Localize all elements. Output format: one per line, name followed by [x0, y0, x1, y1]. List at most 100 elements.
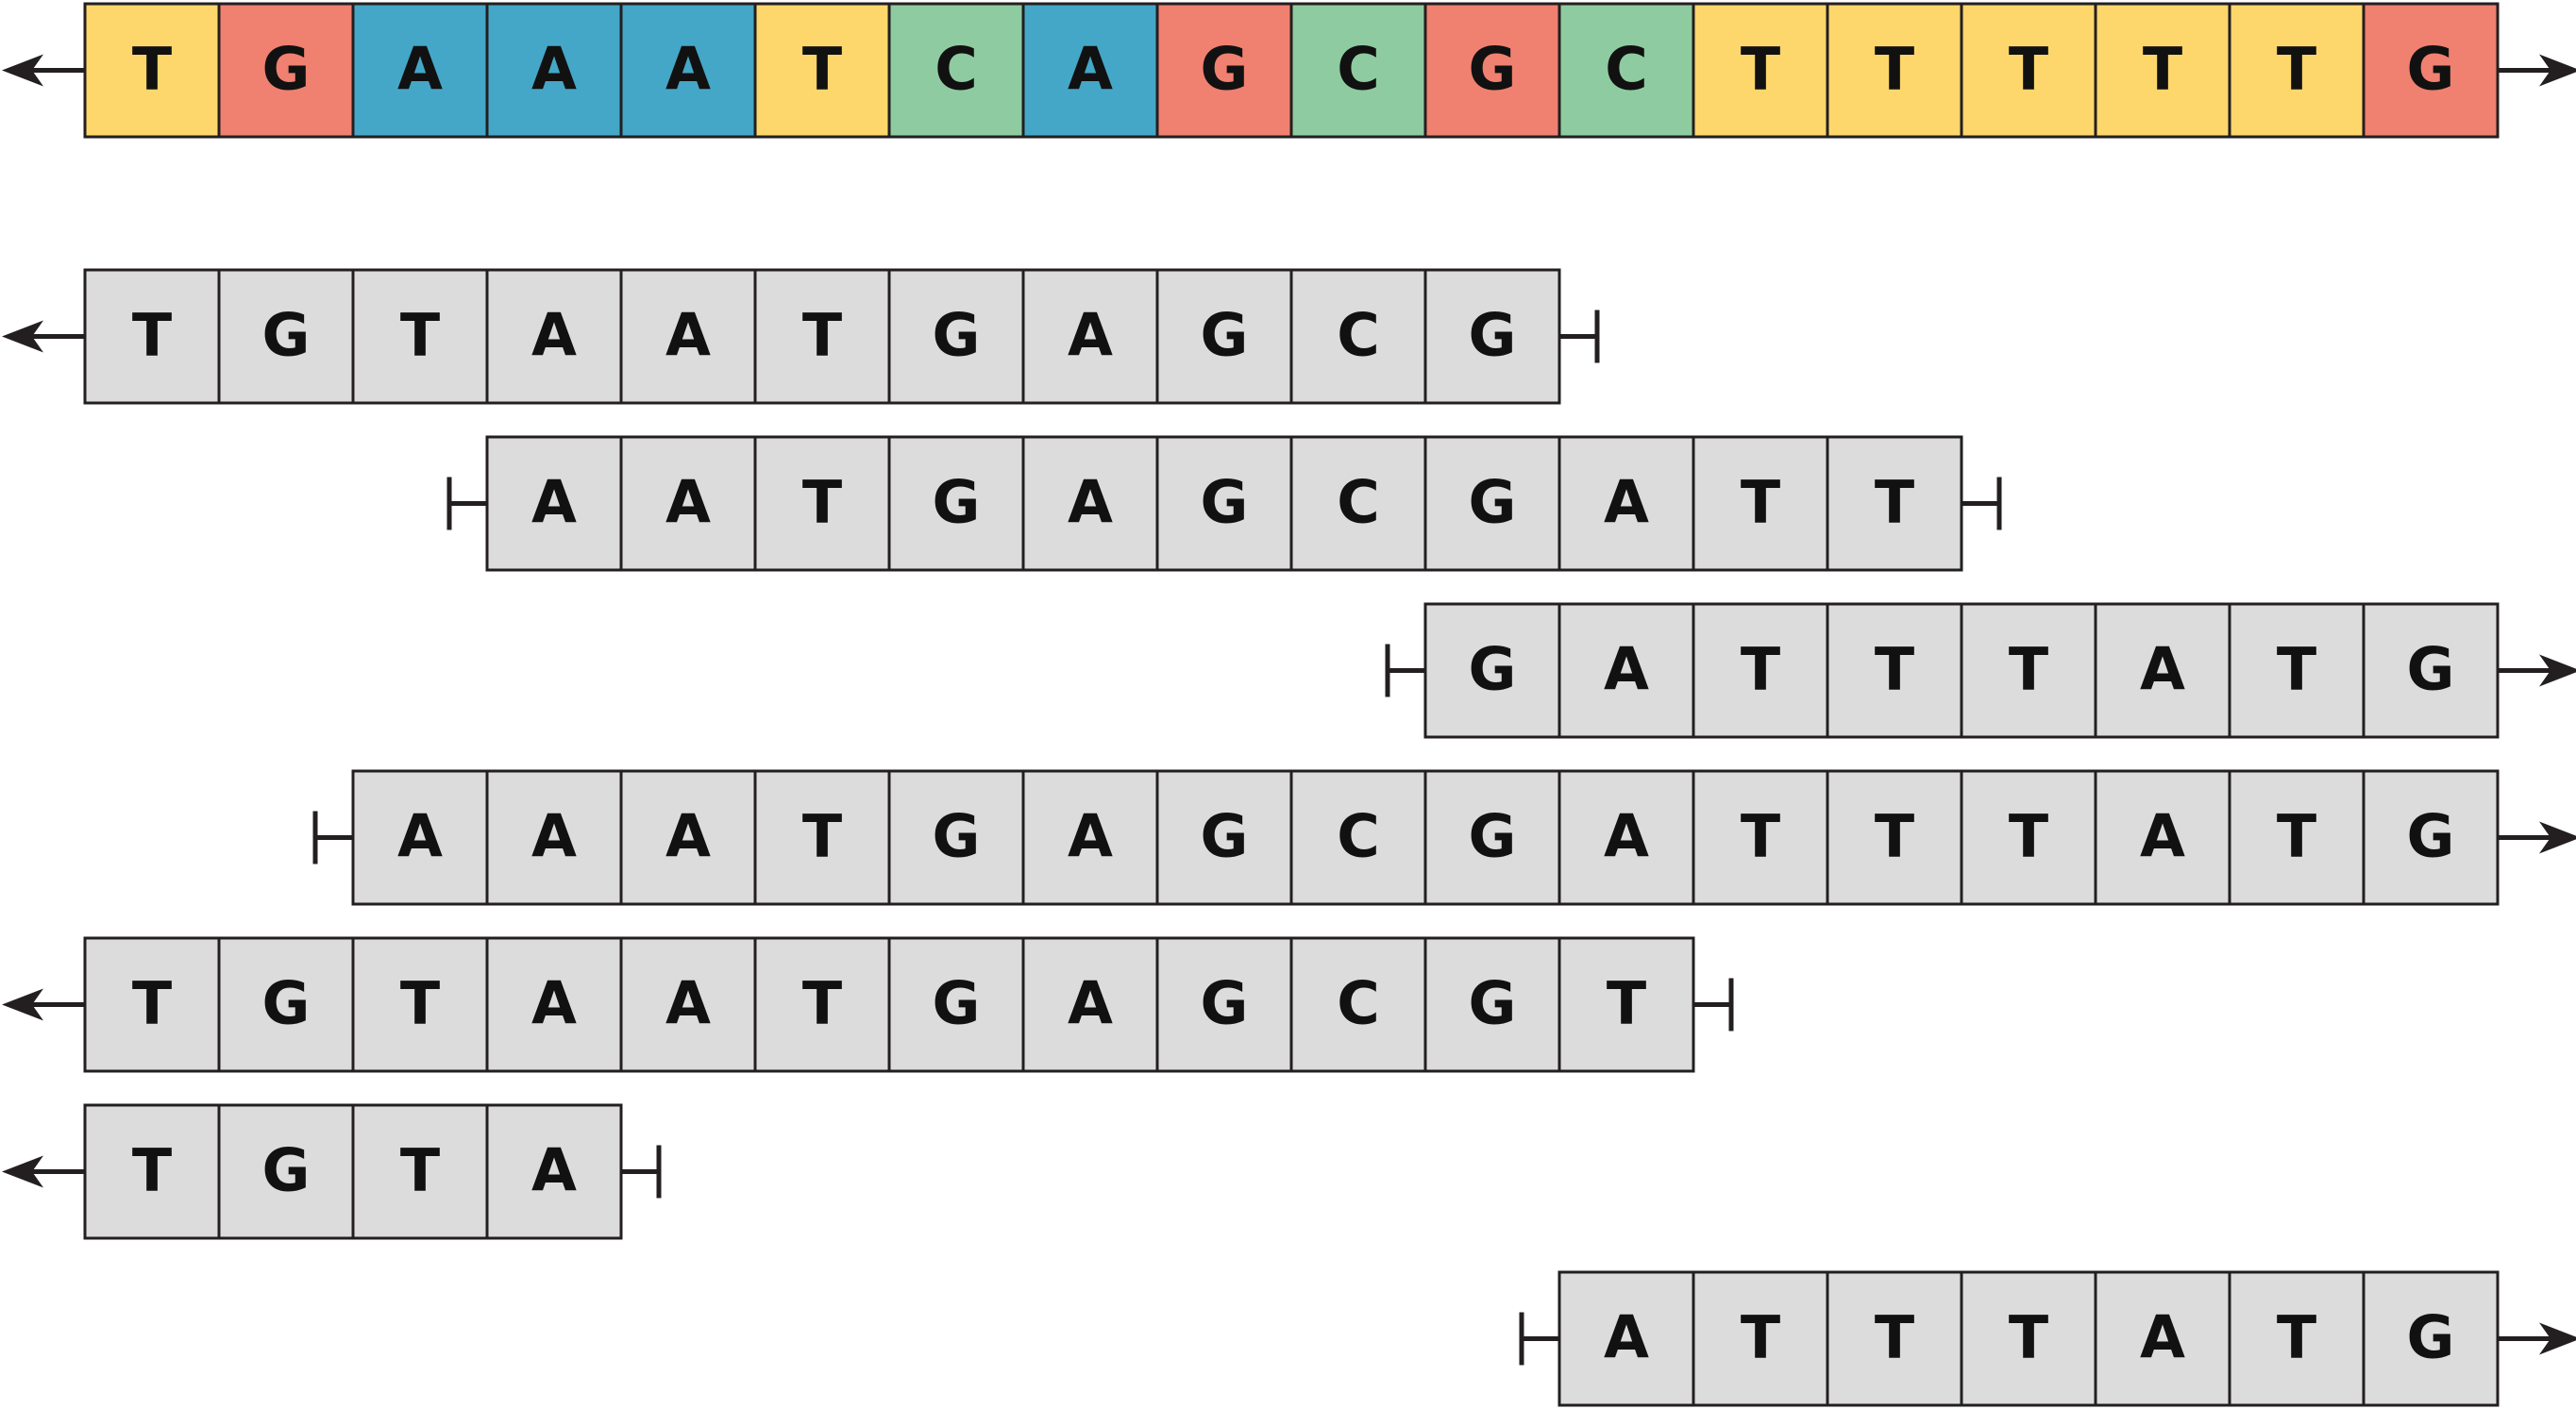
base-cell: T: [1826, 435, 1963, 572]
base-cell: T: [83, 936, 221, 1073]
right-arrow-icon: [2498, 1322, 2576, 1355]
base-box: [1423, 936, 1561, 1073]
base-cell: T: [1826, 602, 1963, 739]
base-box: [83, 936, 221, 1073]
base-cell: G: [887, 769, 1025, 906]
base-cell: A: [2094, 769, 2231, 906]
right-arrow-icon: [2498, 54, 2576, 87]
base-box: [1557, 769, 1695, 906]
base-box: [83, 1103, 221, 1240]
base-box: [1557, 602, 1695, 739]
base-letter: A: [1068, 468, 1113, 537]
base-cell: T: [2094, 2, 2231, 139]
base-letter: T: [1875, 802, 1914, 871]
base-box: [1423, 769, 1561, 906]
base-box: [1155, 268, 1293, 405]
base-box: [619, 769, 757, 906]
base-letter: T: [2277, 802, 2316, 871]
base-cell: A: [1557, 602, 1695, 739]
base-cell: A: [619, 435, 757, 572]
base-box: [1826, 2, 1963, 139]
base-box: [887, 2, 1025, 139]
base-letter: G: [262, 301, 311, 370]
base-box: [2362, 602, 2500, 739]
base-cell: C: [1289, 936, 1427, 1073]
base-box: [753, 435, 891, 572]
base-letter: C: [1337, 301, 1380, 370]
base-letter: T: [400, 969, 440, 1038]
base-cell: T: [83, 2, 221, 139]
base-cell: C: [1289, 268, 1427, 405]
base-box: [1155, 435, 1293, 572]
base-cell: T: [351, 268, 489, 405]
base-cell: T: [2228, 2, 2366, 139]
base-letter: A: [665, 969, 711, 1038]
base-box: [2094, 2, 2231, 139]
base-letter: T: [2009, 635, 2048, 704]
base-cell: T: [1692, 2, 1829, 139]
base-letter: T: [1741, 1303, 1780, 1372]
base-letter: A: [1604, 802, 1649, 871]
base-cell: T: [2228, 769, 2366, 906]
base-letter: A: [2140, 802, 2185, 871]
base-cell: G: [2362, 1270, 2500, 1407]
base-cell: A: [1021, 435, 1159, 572]
base-letter: A: [397, 802, 443, 871]
base-box: [887, 435, 1025, 572]
base-letter: T: [1875, 1303, 1914, 1372]
base-cell: T: [1692, 435, 1829, 572]
base-letter: A: [665, 35, 711, 104]
base-box: [1289, 268, 1427, 405]
base-cell: G: [1423, 602, 1561, 739]
base-cell: C: [1557, 2, 1695, 139]
base-box: [1692, 2, 1829, 139]
base-cell: T: [351, 936, 489, 1073]
base-box: [1155, 2, 1293, 139]
base-cell: T: [1826, 2, 1963, 139]
base-letter: T: [1607, 969, 1646, 1038]
right-arrow-icon: [2498, 821, 2576, 854]
left-arrow-icon: [2, 988, 85, 1021]
base-letter: A: [1068, 969, 1113, 1038]
base-box: [217, 268, 355, 405]
base-cell: A: [485, 1103, 623, 1240]
base-cell: C: [887, 2, 1025, 139]
base-box: [2228, 1270, 2366, 1407]
base-letter: G: [1469, 635, 1517, 704]
base-letter: T: [802, 35, 842, 104]
base-letter: G: [1469, 468, 1517, 537]
base-box: [1960, 1270, 2097, 1407]
base-letter: G: [262, 35, 311, 104]
base-letter: T: [2143, 35, 2182, 104]
base-box: [1557, 936, 1695, 1073]
base-box: [753, 769, 891, 906]
base-cell: G: [1155, 268, 1293, 405]
base-cell: G: [2362, 602, 2500, 739]
base-box: [1021, 268, 1159, 405]
base-letter: T: [132, 969, 172, 1038]
base-letter: T: [802, 802, 842, 871]
base-letter: T: [400, 301, 440, 370]
base-cell: A: [351, 769, 489, 906]
base-letter: A: [531, 301, 577, 370]
left-end-bar-icon: [1385, 644, 1425, 697]
base-cell: A: [619, 936, 757, 1073]
base-cell: T: [1960, 602, 2097, 739]
base-box: [351, 936, 489, 1073]
left-end-bar-icon: [312, 811, 353, 864]
base-box: [887, 769, 1025, 906]
base-letter: G: [1201, 802, 1249, 871]
base-cell: A: [2094, 1270, 2231, 1407]
base-letter: T: [132, 1136, 172, 1205]
base-letter: A: [1604, 1303, 1649, 1372]
base-letter: A: [665, 468, 711, 537]
base-box: [1692, 1270, 1829, 1407]
base-cell: T: [753, 2, 891, 139]
base-box: [485, 769, 623, 906]
base-box: [619, 435, 757, 572]
left-arrow-icon: [2, 320, 85, 353]
